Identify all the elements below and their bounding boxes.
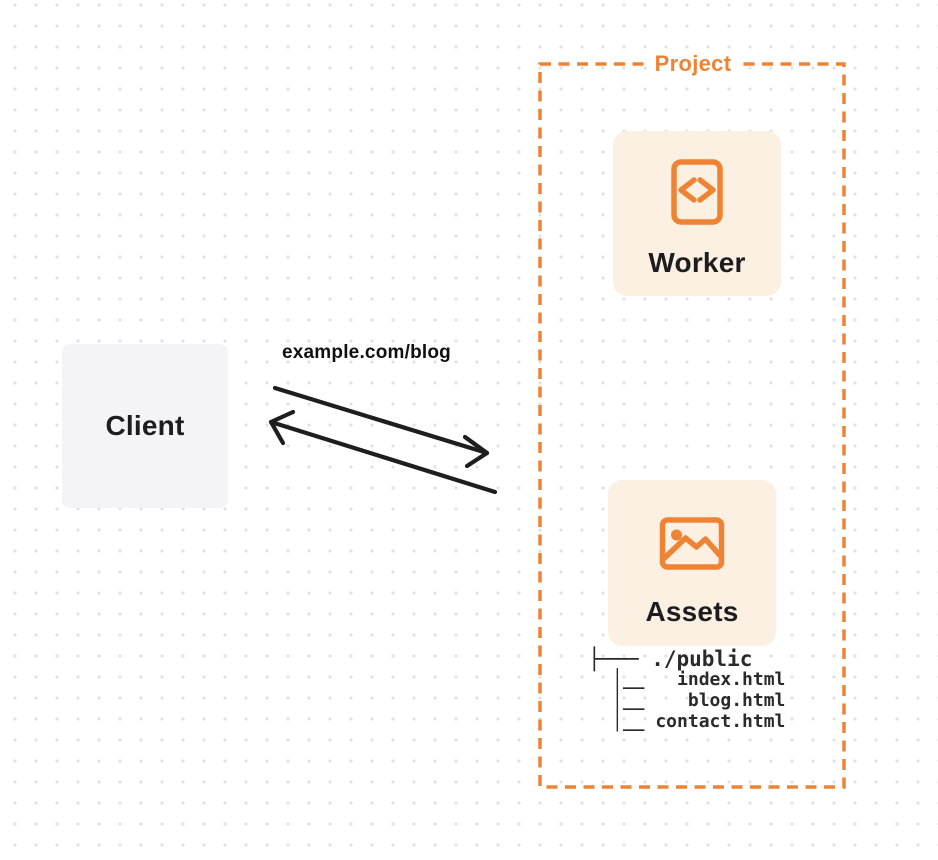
file-tree-item-blog: │__ blog.html xyxy=(612,690,786,711)
code-icon xyxy=(671,159,723,230)
request-url-label: example.com/blog xyxy=(282,342,451,363)
file-tree-root: ├─── ./public xyxy=(588,647,753,671)
worker-label: Worker xyxy=(648,247,746,278)
request-arrowhead-icon xyxy=(462,434,490,469)
client-node: Client xyxy=(62,344,228,508)
assets-card: Assets xyxy=(608,480,776,646)
worker-card: Worker xyxy=(613,131,781,296)
response-arrowhead-icon xyxy=(268,409,296,446)
client-label: Client xyxy=(105,410,185,441)
response-arrow-line xyxy=(268,419,498,495)
file-tree-item-contact: │__ contact.html xyxy=(612,711,786,732)
project-label: Project xyxy=(647,51,739,77)
request-arrow-line xyxy=(272,385,490,456)
file-tree-item-index: │__ index.html xyxy=(612,669,786,690)
image-icon xyxy=(659,517,725,575)
assets-label: Assets xyxy=(645,596,739,627)
